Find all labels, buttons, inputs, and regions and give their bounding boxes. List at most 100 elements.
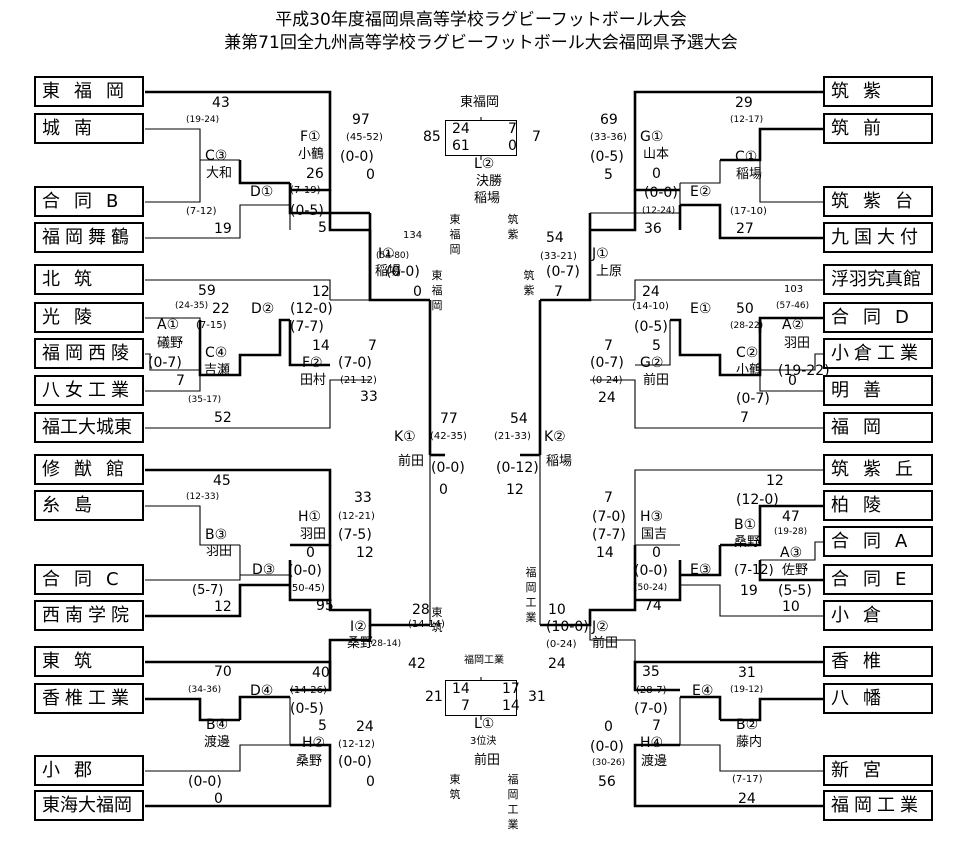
bracket-line bbox=[145, 744, 290, 772]
match-label: 56 bbox=[598, 774, 616, 790]
match-label: (54-80) bbox=[376, 251, 410, 261]
match-label: 31 bbox=[528, 689, 546, 705]
match-label: 31 bbox=[738, 665, 756, 681]
match-label: 羽田 bbox=[784, 336, 811, 351]
match-label: (12-33) bbox=[186, 492, 220, 502]
match-label: (12-0) bbox=[290, 301, 333, 317]
match-label: 24 bbox=[452, 121, 470, 137]
team-right-2: 筑前 bbox=[823, 113, 933, 144]
match-label: K① bbox=[394, 429, 416, 445]
match-label: J② bbox=[592, 619, 609, 635]
match-label: 12 bbox=[766, 473, 784, 489]
match-label: 43 bbox=[212, 95, 230, 111]
match-label: (28-22) bbox=[730, 321, 764, 331]
bracket-line bbox=[720, 697, 823, 722]
match-label: 大和 bbox=[206, 166, 233, 181]
match-label: (35-17) bbox=[188, 395, 222, 405]
bracket-line bbox=[760, 541, 823, 561]
match-label: (7-19) bbox=[290, 185, 321, 196]
match-label: 稲場 bbox=[546, 454, 573, 469]
bracket-line bbox=[680, 203, 823, 240]
bracket-line bbox=[328, 545, 430, 627]
match-label: 佐野 bbox=[782, 563, 809, 578]
match-label: 24 bbox=[356, 719, 374, 735]
match-label: (0-5) bbox=[290, 701, 324, 717]
match-label: (10-0) bbox=[546, 619, 589, 635]
match-label: E① bbox=[690, 301, 712, 317]
match-label: 27 bbox=[736, 221, 754, 237]
match-label: 前田 bbox=[592, 636, 619, 651]
match-label: 0 bbox=[652, 545, 661, 561]
match-label: 山本 bbox=[643, 147, 670, 162]
team-right-8: 明善 bbox=[823, 375, 933, 406]
match-label: (34-36) bbox=[188, 685, 222, 695]
bracket-line bbox=[680, 584, 823, 617]
match-label: I① bbox=[378, 246, 395, 262]
match-label: 上原 bbox=[596, 264, 623, 279]
match-label: 52 bbox=[214, 410, 232, 426]
match-label: 3位決 bbox=[470, 736, 497, 747]
match-label: (14-26) bbox=[290, 685, 327, 696]
match-label: 12 bbox=[312, 284, 330, 300]
match-label: (14-14) bbox=[408, 619, 445, 630]
match-label: (0-7) bbox=[148, 355, 182, 371]
bracket-line bbox=[145, 353, 200, 371]
vertical-team-label: 福岡工業 bbox=[525, 566, 537, 624]
match-label: F② bbox=[302, 355, 323, 371]
match-label: E③ bbox=[690, 562, 712, 578]
match-label: H① bbox=[298, 509, 322, 525]
bracket-line bbox=[145, 279, 331, 300]
bracket-line bbox=[590, 379, 823, 429]
match-label: (0-12) bbox=[496, 460, 539, 476]
match-label: 0 bbox=[413, 284, 422, 300]
match-label: 12 bbox=[506, 482, 524, 498]
match-label: B① bbox=[734, 517, 757, 533]
match-label: D④ bbox=[250, 683, 274, 699]
match-label: 70 bbox=[214, 664, 232, 680]
match-label: F① bbox=[300, 129, 321, 145]
bracket-line bbox=[759, 160, 823, 203]
match-label: 桑野 bbox=[347, 636, 374, 651]
match-label: (7-12) bbox=[734, 563, 774, 578]
match-label: C④ bbox=[205, 345, 228, 361]
match-label: 7 bbox=[740, 410, 749, 426]
match-label: (19-24) bbox=[186, 115, 220, 125]
match-label: (0-5) bbox=[290, 203, 324, 219]
match-label: (0-0) bbox=[188, 774, 222, 790]
bracket-line bbox=[680, 744, 823, 772]
bracket-line bbox=[680, 695, 722, 720]
match-label: A① bbox=[157, 317, 180, 333]
match-label: (7-17) bbox=[732, 774, 763, 785]
match-label: 7 bbox=[604, 490, 613, 506]
match-label: 0 bbox=[366, 167, 375, 183]
match-label: 0 bbox=[604, 719, 613, 735]
match-label: G② bbox=[640, 355, 664, 371]
match-label: 59 bbox=[198, 283, 216, 299]
team-left-7: 福岡西陵 bbox=[34, 338, 144, 369]
title-line-1: 平成30年度福岡県高等学校ラグビーフットボール大会 bbox=[275, 10, 687, 30]
bracket-line bbox=[238, 160, 290, 185]
match-label: (12-17) bbox=[730, 115, 764, 125]
bracket-line bbox=[589, 625, 636, 690]
bracket-line bbox=[288, 320, 330, 367]
team-right-12: 合同A bbox=[823, 526, 933, 557]
bracket-line bbox=[720, 504, 823, 547]
match-label: 47 bbox=[782, 509, 800, 525]
team-left-8: 八女工業 bbox=[34, 375, 144, 406]
team-left-1: 東福岡 bbox=[34, 76, 144, 107]
team-right-7: 小倉工業 bbox=[823, 338, 933, 369]
match-label: 7 bbox=[508, 121, 517, 137]
third-place-score-box bbox=[445, 680, 517, 716]
match-label: (19-12) bbox=[730, 685, 764, 695]
team-left-4: 福岡舞鶴 bbox=[34, 222, 144, 253]
vertical-team-label: 福岡工業 bbox=[507, 773, 519, 831]
match-label: (0-0) bbox=[338, 754, 372, 770]
bracket-line bbox=[760, 353, 823, 371]
vertical-team-label: 東福岡 bbox=[449, 213, 461, 256]
match-label: (7-0) bbox=[592, 509, 626, 525]
team-left-15: 香椎工業 bbox=[34, 683, 144, 714]
match-label: 0 bbox=[214, 791, 223, 807]
team-left-10: 修猷館 bbox=[34, 454, 144, 485]
match-label: 5 bbox=[652, 338, 661, 354]
match-label: (7-7) bbox=[290, 319, 324, 335]
